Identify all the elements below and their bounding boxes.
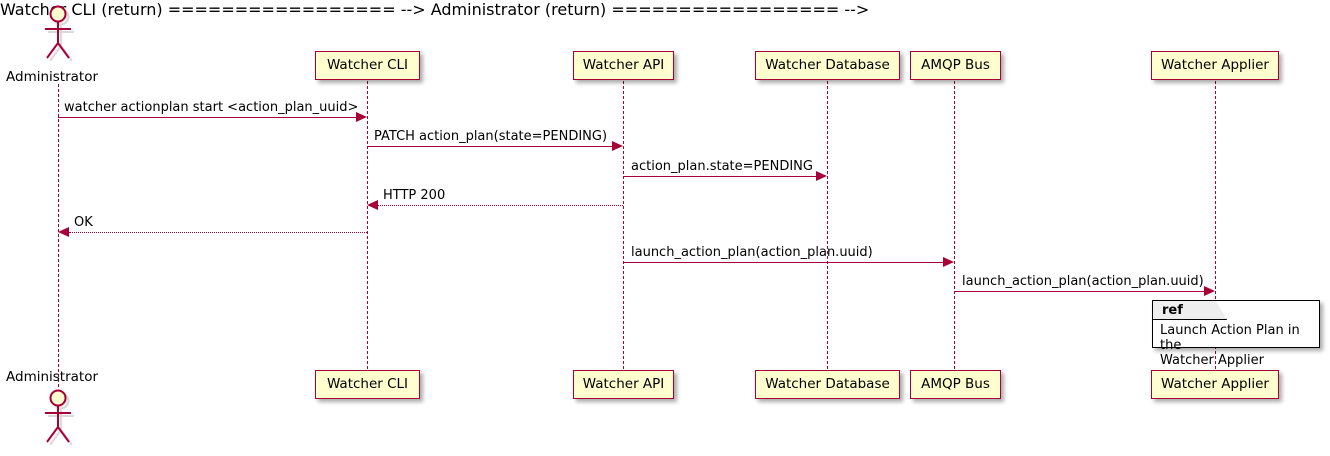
actor-label-administrator-bottom: Administrator bbox=[6, 369, 99, 385]
ref-fragment-body-line-2: Watcher Applier bbox=[1160, 353, 1264, 368]
message-line-1 bbox=[58, 117, 356, 118]
ref-fragment: ref Launch Action Plan in the Watcher Ap… bbox=[1152, 300, 1320, 368]
participant-label: Watcher Applier bbox=[1161, 56, 1269, 73]
participant-label: Watcher CLI bbox=[326, 375, 409, 392]
ref-fragment-body-line-1: Launch Action Plan in the bbox=[1160, 323, 1300, 353]
participant-watcher-cli-top[interactable]: Watcher CLI bbox=[315, 51, 420, 80]
participant-label: Watcher API bbox=[582, 375, 665, 392]
participant-watcher-cli-bottom[interactable]: Watcher CLI bbox=[315, 370, 420, 399]
lifeline-amqp-bus bbox=[954, 81, 955, 369]
message-line-4 bbox=[378, 205, 623, 206]
participant-watcher-database-top[interactable]: Watcher Database bbox=[755, 51, 900, 80]
participant-label: Watcher Database bbox=[765, 375, 890, 392]
lifeline-watcher-api bbox=[623, 81, 624, 369]
actor-administrator-bottom bbox=[45, 389, 74, 445]
message-label-1: watcher actionplan start <action_plan_uu… bbox=[64, 100, 359, 115]
message-line-6 bbox=[623, 262, 943, 263]
message-line-2 bbox=[367, 146, 612, 147]
ref-fragment-tab-label: ref bbox=[1162, 302, 1183, 318]
participant-label: Watcher Applier bbox=[1161, 375, 1269, 392]
participant-watcher-database-bottom[interactable]: Watcher Database bbox=[755, 370, 900, 399]
message-label-3: action_plan.state=PENDING bbox=[631, 159, 813, 174]
message-arrowhead-6 bbox=[943, 257, 954, 267]
participant-label: AMQP Bus bbox=[921, 56, 990, 73]
ref-fragment-tab: ref bbox=[1153, 301, 1227, 320]
message-label-2: PATCH action_plan(state=PENDING) bbox=[374, 129, 608, 144]
ref-fragment-body: Launch Action Plan in the Watcher Applie… bbox=[1160, 323, 1314, 368]
lifeline-watcher-cli bbox=[367, 81, 368, 369]
participant-amqp-bus-bottom[interactable]: AMQP Bus bbox=[910, 370, 1001, 399]
message-line-3 bbox=[623, 176, 816, 177]
message-arrowhead-1 bbox=[356, 112, 367, 122]
participant-amqp-bus-top[interactable]: AMQP Bus bbox=[910, 51, 1001, 80]
message-label-4: HTTP 200 bbox=[383, 188, 446, 203]
participant-label: AMQP Bus bbox=[921, 375, 990, 392]
message-line-5 bbox=[69, 232, 367, 233]
message-arrowhead-5 bbox=[58, 227, 69, 237]
lifeline-watcher-applier bbox=[1215, 81, 1216, 369]
message-label-7: launch_action_plan(action_plan.uuid) bbox=[962, 274, 1204, 289]
message-line-7 bbox=[954, 291, 1204, 292]
actor-label-administrator-top: Administrator bbox=[6, 69, 99, 85]
message-arrowhead-3 bbox=[816, 171, 827, 181]
message-arrowhead-2 bbox=[612, 141, 623, 151]
participant-watcher-applier-top[interactable]: Watcher Applier bbox=[1151, 51, 1279, 80]
participant-label: Watcher API bbox=[582, 56, 665, 73]
actor-administrator-top bbox=[45, 5, 74, 61]
message-arrowhead-4 bbox=[367, 200, 378, 210]
participant-watcher-api-bottom[interactable]: Watcher API bbox=[573, 370, 674, 399]
participant-label: Watcher CLI bbox=[326, 56, 409, 73]
participant-watcher-applier-bottom[interactable]: Watcher Applier bbox=[1151, 370, 1279, 399]
participant-watcher-api-top[interactable]: Watcher API bbox=[573, 51, 674, 80]
message-label-5: OK bbox=[74, 215, 93, 230]
message-label-6: launch_action_plan(action_plan.uuid) bbox=[631, 245, 873, 260]
message-arrowhead-7 bbox=[1204, 286, 1215, 296]
participant-label: Watcher Database bbox=[765, 56, 890, 73]
lifeline-watcher-database bbox=[827, 81, 828, 369]
